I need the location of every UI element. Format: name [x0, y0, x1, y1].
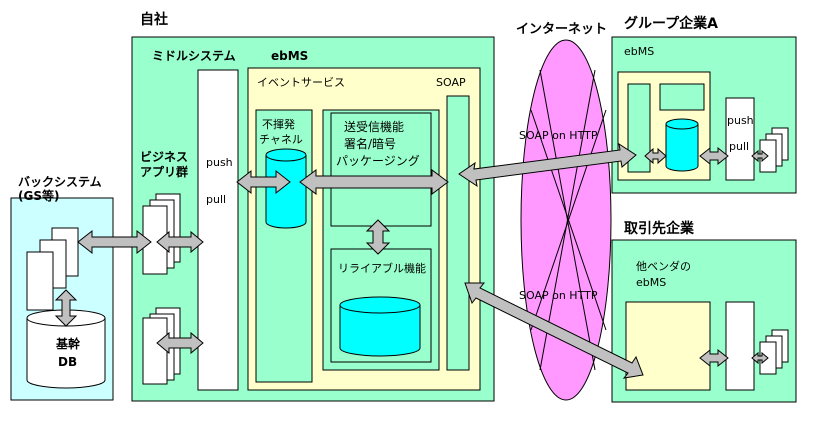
backend-system-label: バックシステム [18, 175, 102, 189]
company-label: 自社 [140, 11, 168, 28]
arrow-group-right [699, 146, 729, 166]
core-db-label: 基幹 [55, 336, 81, 351]
group-pull-label: pull [729, 140, 749, 153]
partner-label: 取引先企業 [624, 220, 695, 237]
backend-doc-1 [26, 251, 54, 311]
group-push-pull-box [725, 97, 755, 181]
arrow-bar-channel [236, 169, 291, 195]
arrow-backend-apps [77, 229, 152, 255]
group-push-label: push [727, 114, 754, 127]
group-company-label: グループ企業A [624, 15, 718, 32]
event-service-label: イベントサービス [257, 76, 345, 89]
sign-encrypt-label: 署名/暗号 [344, 136, 396, 151]
group-ebms-label: ebMS [624, 45, 654, 58]
soap-bar [446, 95, 470, 371]
partner-vendor-sublabel: ebMS [636, 276, 666, 289]
arrow-group-left [644, 147, 667, 165]
arrow-app-a-bar [156, 230, 204, 254]
arrow-sendrecv-reliable [365, 219, 391, 255]
internet-cloud [520, 39, 612, 401]
arrow-app-b-bar [156, 331, 204, 355]
core-db-sublabel: DB [58, 355, 77, 369]
arrow-group-docs [751, 149, 769, 163]
arrow-partner-docs [751, 351, 769, 365]
arrow-soap-partner [464, 282, 644, 379]
partner-vendor-label: 他ベンダの [636, 259, 691, 273]
push-label: push [206, 156, 233, 169]
send-recv-label: 送受信機能 [344, 119, 404, 134]
arrow-channel-sendrecv [299, 169, 449, 195]
partner-ebms-box [625, 301, 711, 391]
reliable-label: リライアブル機能 [338, 261, 426, 275]
non-volatile-label: 不揮発 [262, 117, 295, 131]
middle-system-label: ミドルシステム [152, 49, 236, 63]
soap-label: SOAP [436, 76, 466, 89]
partner-bar [725, 301, 755, 391]
core-db-cylinder [26, 309, 106, 389]
group-cylinder [665, 118, 699, 172]
app-doc-b1 [142, 317, 168, 385]
ebms-main-label: ebMS [271, 49, 308, 63]
arrow-soap-group [458, 142, 637, 188]
reliable-cylinder [339, 296, 421, 357]
arrow-doc-db [54, 289, 78, 327]
push-pull-bar [197, 69, 239, 391]
soap-http-bottom-label: SOAP on HTTP [519, 289, 598, 302]
business-app-label: ビジネス [140, 149, 188, 164]
backend-system-sublabel: (GS等) [18, 188, 59, 203]
send-recv-box [330, 112, 432, 227]
group-ebms-left [627, 83, 651, 173]
packaging-label: パッケージング [336, 154, 420, 168]
business-app-sublabel: アプリ群 [140, 164, 188, 179]
channel-cylinder [265, 148, 307, 229]
group-ebms-top [659, 83, 705, 111]
internet-label: インターネット [516, 22, 607, 37]
non-volatile-sublabel: チャネル [259, 133, 303, 146]
soap-http-top-label: SOAP on HTTP [519, 129, 598, 142]
arrow-partner-left [699, 348, 729, 368]
pull-label: pull [206, 193, 226, 206]
